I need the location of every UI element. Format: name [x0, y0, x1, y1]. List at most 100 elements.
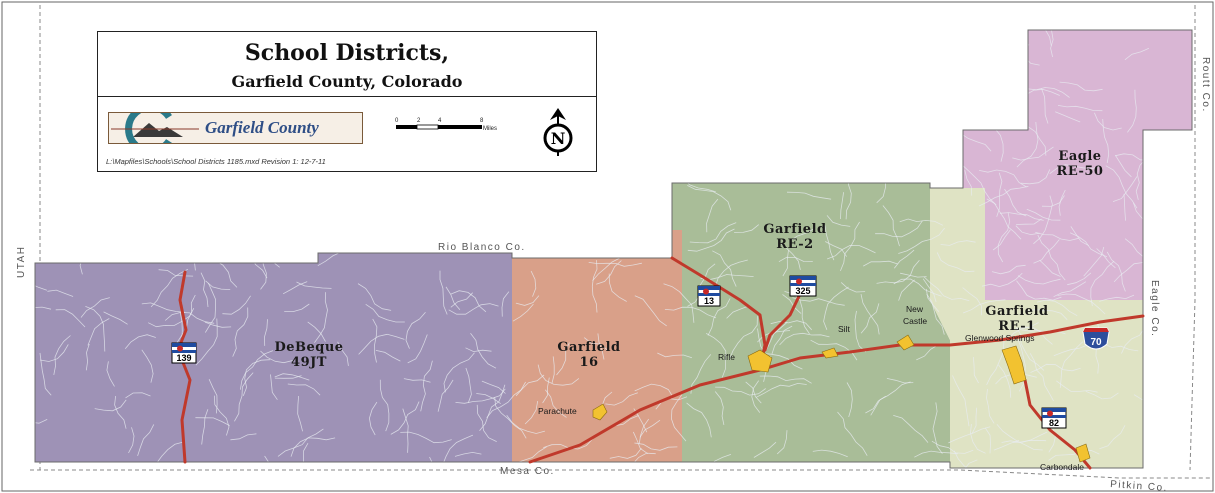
stream-segment — [232, 307, 249, 357]
stream-segment — [379, 379, 390, 432]
stream-segment — [898, 279, 915, 301]
stream-segment — [1016, 218, 1042, 225]
stream-segment — [1048, 449, 1100, 461]
stream-segment — [936, 252, 975, 273]
stream-segment — [962, 299, 1006, 314]
stream-segment — [403, 378, 431, 383]
stream-segment — [687, 185, 732, 211]
stream-segment — [137, 424, 155, 457]
stream-segment — [200, 272, 209, 308]
title-legend-box: School Districts, Garfield County, Color… — [97, 31, 597, 172]
stream-segment — [53, 335, 71, 375]
neighbor-label-eagle: Eagle Co. — [1149, 280, 1160, 337]
stream-segment — [632, 452, 656, 465]
stream-segment — [1057, 105, 1103, 112]
stream-segment — [1112, 176, 1138, 202]
stream-segment — [1085, 390, 1119, 400]
stream-segment — [986, 388, 995, 424]
shield-flag-mid — [172, 347, 196, 350]
stream-segment — [420, 360, 433, 412]
stream-segment — [860, 294, 880, 335]
stream-segment — [1049, 164, 1101, 175]
stream-segment — [639, 419, 661, 438]
stream-segment — [782, 294, 802, 314]
stream-segment — [274, 375, 302, 379]
stream-segment — [277, 428, 324, 457]
stream-segment — [922, 278, 937, 303]
stream-segment — [222, 295, 251, 315]
stream-segment — [771, 325, 793, 355]
stream-segment — [264, 319, 268, 346]
stream-segment — [893, 278, 942, 297]
stream-segment — [776, 430, 788, 455]
stream-segment — [1037, 234, 1066, 281]
town-area-parachute — [592, 403, 608, 421]
title-divider — [98, 96, 596, 97]
shield-flag-c — [177, 345, 183, 352]
scale-segment-2 — [416, 124, 439, 130]
stream-segment — [765, 321, 788, 351]
stream-segment — [786, 191, 832, 200]
stream-segment — [931, 440, 974, 454]
stream-segment — [1004, 188, 1027, 217]
stream-segment — [204, 282, 217, 333]
stream-segment — [840, 282, 866, 293]
stream-segment — [1099, 425, 1126, 450]
stream-segment — [1124, 238, 1145, 258]
stream-segment — [1083, 246, 1105, 277]
stream-segment — [715, 386, 766, 396]
stream-segment — [337, 341, 349, 366]
stream-segment — [47, 289, 74, 297]
stream-segment — [782, 250, 789, 277]
stream-segment — [494, 396, 527, 439]
stream-segment — [450, 290, 487, 313]
stream-segment — [437, 379, 454, 412]
stream-segment — [726, 305, 750, 319]
stream-segment — [1090, 260, 1115, 307]
town-label-castle: Castle — [903, 316, 927, 326]
stream-segment — [996, 424, 1043, 451]
stream-segment — [1059, 81, 1103, 92]
stream-segment — [544, 389, 567, 418]
stream-segment — [501, 291, 510, 317]
stream-segment — [926, 293, 945, 335]
district-garfield-re2 — [672, 183, 950, 462]
stream-segment — [632, 431, 648, 455]
stream-segment — [1015, 326, 1045, 371]
stream-segment — [860, 303, 880, 334]
scale-tick-8: 8 — [480, 118, 484, 124]
town-label-rifle: Rifle — [718, 352, 735, 362]
eagle-county-line — [1189, 5, 1196, 471]
stream-segment — [524, 401, 539, 425]
stream-segment — [614, 415, 639, 427]
interstate-shield-body — [1082, 327, 1110, 350]
stream-segment — [759, 375, 812, 384]
stream-segment — [479, 384, 506, 432]
scale-bar: 0 2 4 8 — [395, 118, 484, 130]
stream-segment — [882, 205, 900, 247]
stream-segment — [812, 449, 848, 458]
stream-segment — [530, 270, 537, 297]
shield-number-13: 13 — [704, 296, 714, 306]
stream-segment — [870, 381, 911, 416]
stream-segment — [1033, 195, 1053, 245]
stream-segment — [992, 229, 1011, 251]
stream-segment — [634, 442, 678, 451]
neighbor-label-pitkin: Pitkin Co. — [1110, 479, 1168, 493]
town-label-glenwood-springs: Glenwood Springs — [965, 333, 1034, 343]
stream-segment — [657, 352, 693, 359]
stream-segment — [608, 273, 627, 302]
stream-segment — [970, 424, 986, 454]
stream-segment — [1053, 344, 1089, 357]
stream-segment — [1123, 193, 1126, 221]
stream-segment — [984, 427, 991, 454]
stream-segment — [287, 383, 321, 396]
stream-segment — [1017, 275, 1061, 285]
shield-flag-bottom — [698, 293, 720, 296]
highway-sh325 — [763, 288, 804, 352]
scale-tick-4: 4 — [438, 118, 442, 124]
stream-segment — [605, 392, 639, 406]
stream-segment — [751, 380, 761, 413]
shield-flag-c — [796, 278, 802, 285]
